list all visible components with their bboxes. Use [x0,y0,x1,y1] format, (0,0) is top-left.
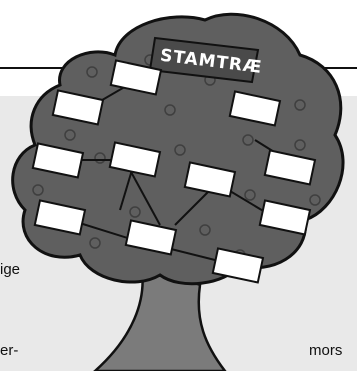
text-fragment-er: er- [0,342,19,359]
name-box [31,142,85,179]
name-box [51,89,105,126]
name-box [258,199,312,236]
name-box [183,161,237,198]
name-boxes [31,59,317,284]
name-box [109,59,163,96]
text-fragment-mors: mors [309,342,343,359]
tree-trunk [93,257,227,371]
name-box [228,90,282,127]
tree-canopy [11,12,345,286]
canopy-dots [32,54,321,261]
name-box [33,199,87,236]
name-box [124,219,178,256]
title-banner: STAMTRÆ [148,36,263,84]
text-fragment-ige: ige [0,261,21,278]
name-box [108,141,162,178]
name-box [263,149,317,186]
name-box [211,247,265,284]
